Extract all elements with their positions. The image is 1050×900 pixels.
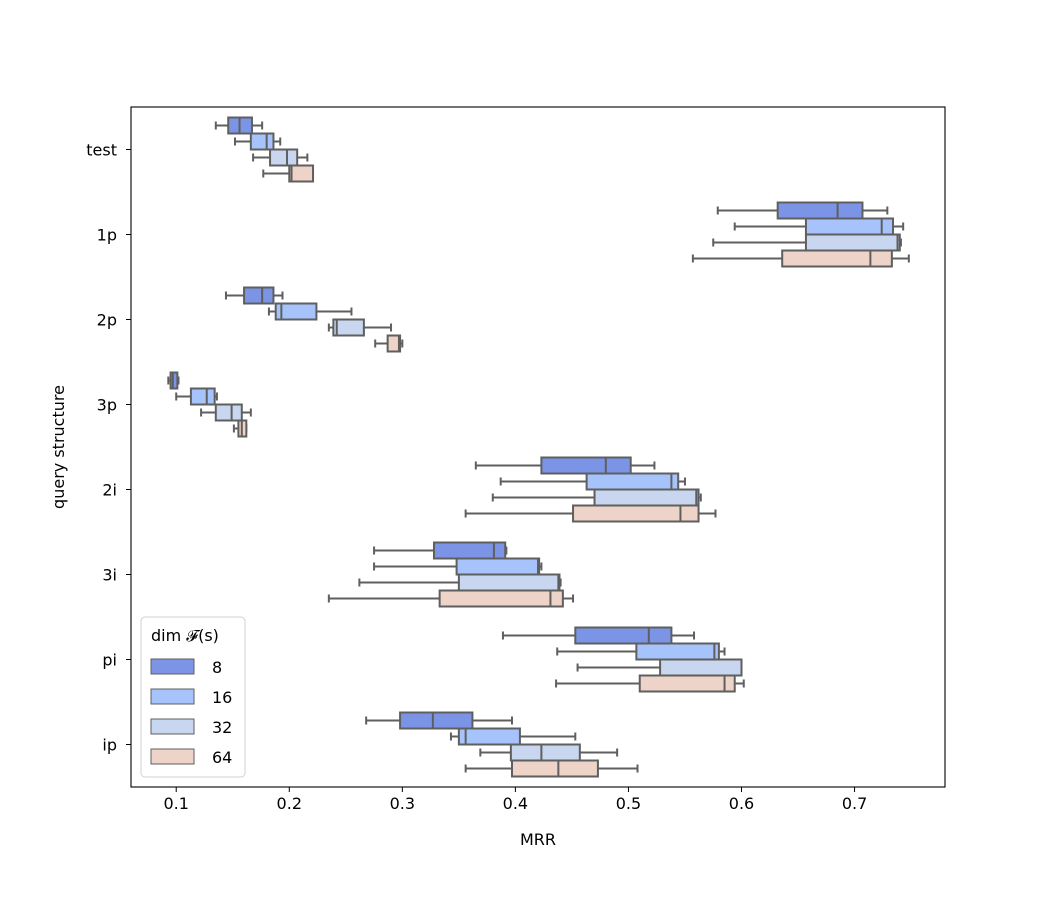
box-iqr [635,642,720,661]
x-axis: 0.1 0.2 0.3 0.4 0.5 0.6 0.7 [163,787,867,813]
box-iqr [804,217,894,236]
box-2i-16 [499,472,686,491]
x-tick-label: 0.5 [616,794,641,813]
y-tick-label: 1p [97,226,117,245]
box-1p-32 [712,233,902,252]
box-2p-16 [267,302,353,321]
x-axis-label: MRR [520,830,556,849]
box-iqr [781,249,893,268]
box-iqr [243,286,275,305]
legend-label-8: 8 [212,658,222,677]
box-3i-32 [358,573,562,592]
x-tick-label: 0.1 [163,794,188,813]
x-tick-label: 0.3 [390,794,415,813]
legend-swatch-16 [150,688,195,705]
box-test-64 [262,164,315,183]
box-ip-16 [449,727,577,746]
y-tick-label: test [86,141,117,160]
box-iqr [249,132,275,151]
legend-label-64: 64 [212,748,232,767]
legend-title: dim 𝓕(s) [151,626,219,645]
legend-items: 8 16 32 64 [150,658,232,767]
box-iqr [510,759,599,778]
y-tick-label: pi [102,651,117,670]
box-iqr [457,727,521,746]
box-iqr [169,371,179,390]
box-iqr [189,387,216,406]
x-tick-label: 0.4 [503,794,528,813]
box-pi-16 [556,642,726,661]
box-3p-16 [175,387,218,406]
legend-label-32: 32 [212,718,232,737]
box-test-32 [252,148,309,167]
y-tick-label: 2i [102,481,117,500]
box-3p-8 [167,371,180,390]
box-3i-64 [327,589,575,608]
legend: dim 𝓕(s) 8 16 32 64 [140,616,246,778]
box-2i-64 [464,504,717,523]
box-iqr [214,403,243,422]
box-1p-64 [691,249,910,268]
box-iqr [585,472,680,491]
legend-swatch-8 [150,658,195,675]
box-iqr [638,674,736,693]
box-2i-32 [491,488,702,507]
box-1p-8 [716,201,889,220]
box-iqr [288,164,315,183]
legend-swatch-32 [150,718,195,735]
box-iqr [593,488,700,507]
box-pi-8 [501,626,696,645]
box-iqr [540,456,632,475]
box-iqr [455,557,541,576]
box-iqr [438,589,564,608]
box-iqr [776,201,864,220]
axes-frame [130,106,946,788]
box-iqr [269,148,299,167]
box-pi-64 [555,674,745,693]
y-tick-label: 3i [102,566,117,585]
box-3i-16 [373,557,543,576]
legend-swatch-64 [150,748,195,765]
box-1p-16 [733,217,905,236]
box-2i-8 [474,456,656,475]
box-iqr [457,573,561,592]
box-iqr [572,504,700,523]
y-tick-label: ip [102,736,117,755]
y-axis-label: query structure [49,385,68,509]
y-axis: test 1p 2p 3p 2i 3i pi ip [86,141,131,755]
y-tick-label: 3p [97,396,117,415]
box-2p-8 [224,286,284,305]
box-test-8 [214,116,264,135]
box-iqr [574,626,673,645]
box-3p-64 [232,419,248,438]
box-2p-32 [327,318,393,337]
box-test-16 [234,132,282,151]
x-tick-label: 0.6 [729,794,754,813]
plot-area [167,116,910,778]
box-iqr [804,233,901,252]
box-3i-8 [373,541,508,560]
y-tick-label: 2p [97,311,117,330]
x-tick-label: 0.7 [842,794,867,813]
box-2p-64 [374,334,404,353]
box-iqr [399,711,474,730]
legend-label-16: 16 [212,688,232,707]
box-iqr [274,302,318,321]
box-iqr [386,334,402,353]
box-iqr [659,658,743,677]
box-iqr [332,318,365,337]
box-ip-8 [365,711,513,730]
box-ip-64 [464,759,639,778]
box-ip-32 [479,743,619,762]
x-tick-label: 0.2 [277,794,302,813]
box-3p-32 [200,403,252,422]
box-pi-32 [576,658,743,677]
box-iqr [509,743,581,762]
